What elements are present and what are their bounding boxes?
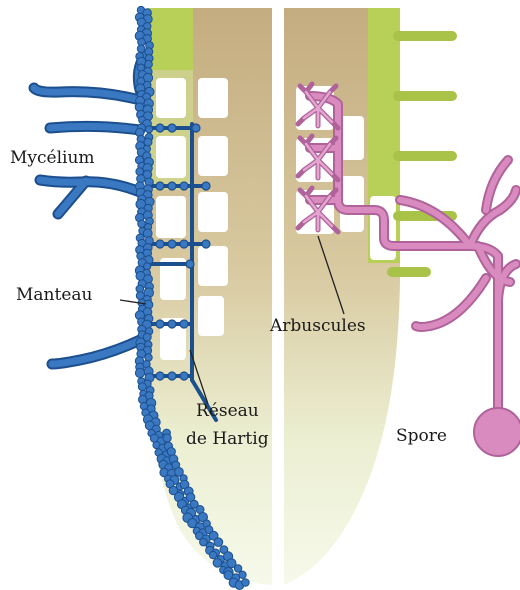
- label-arbuscules: Arbuscules: [269, 316, 366, 336]
- label-reseau-line2: de Hartig: [186, 429, 269, 449]
- label-mycelium: Mycélium: [10, 148, 95, 168]
- center-divider: [272, 8, 284, 588]
- mantle-bead: [145, 60, 153, 68]
- mantle-bead: [137, 45, 145, 53]
- mantle-bead: [163, 434, 171, 442]
- mantle-bead: [239, 571, 246, 578]
- mantle-bead: [138, 383, 146, 391]
- label-manteau: Manteau: [16, 285, 93, 305]
- mantle-bead: [242, 579, 250, 587]
- mantle-bead: [214, 538, 223, 547]
- mantle-bead: [145, 126, 152, 133]
- mantle-bead: [209, 551, 216, 558]
- label-spore: Spore: [396, 426, 447, 446]
- root-hair-stubs: [392, 36, 452, 272]
- mycelium-hyphae: [34, 55, 145, 364]
- spore-body: [474, 408, 520, 456]
- label-reseau-line1: Réseau: [196, 401, 259, 421]
- mantle-bead: [135, 368, 144, 377]
- mantle-bead: [213, 559, 222, 568]
